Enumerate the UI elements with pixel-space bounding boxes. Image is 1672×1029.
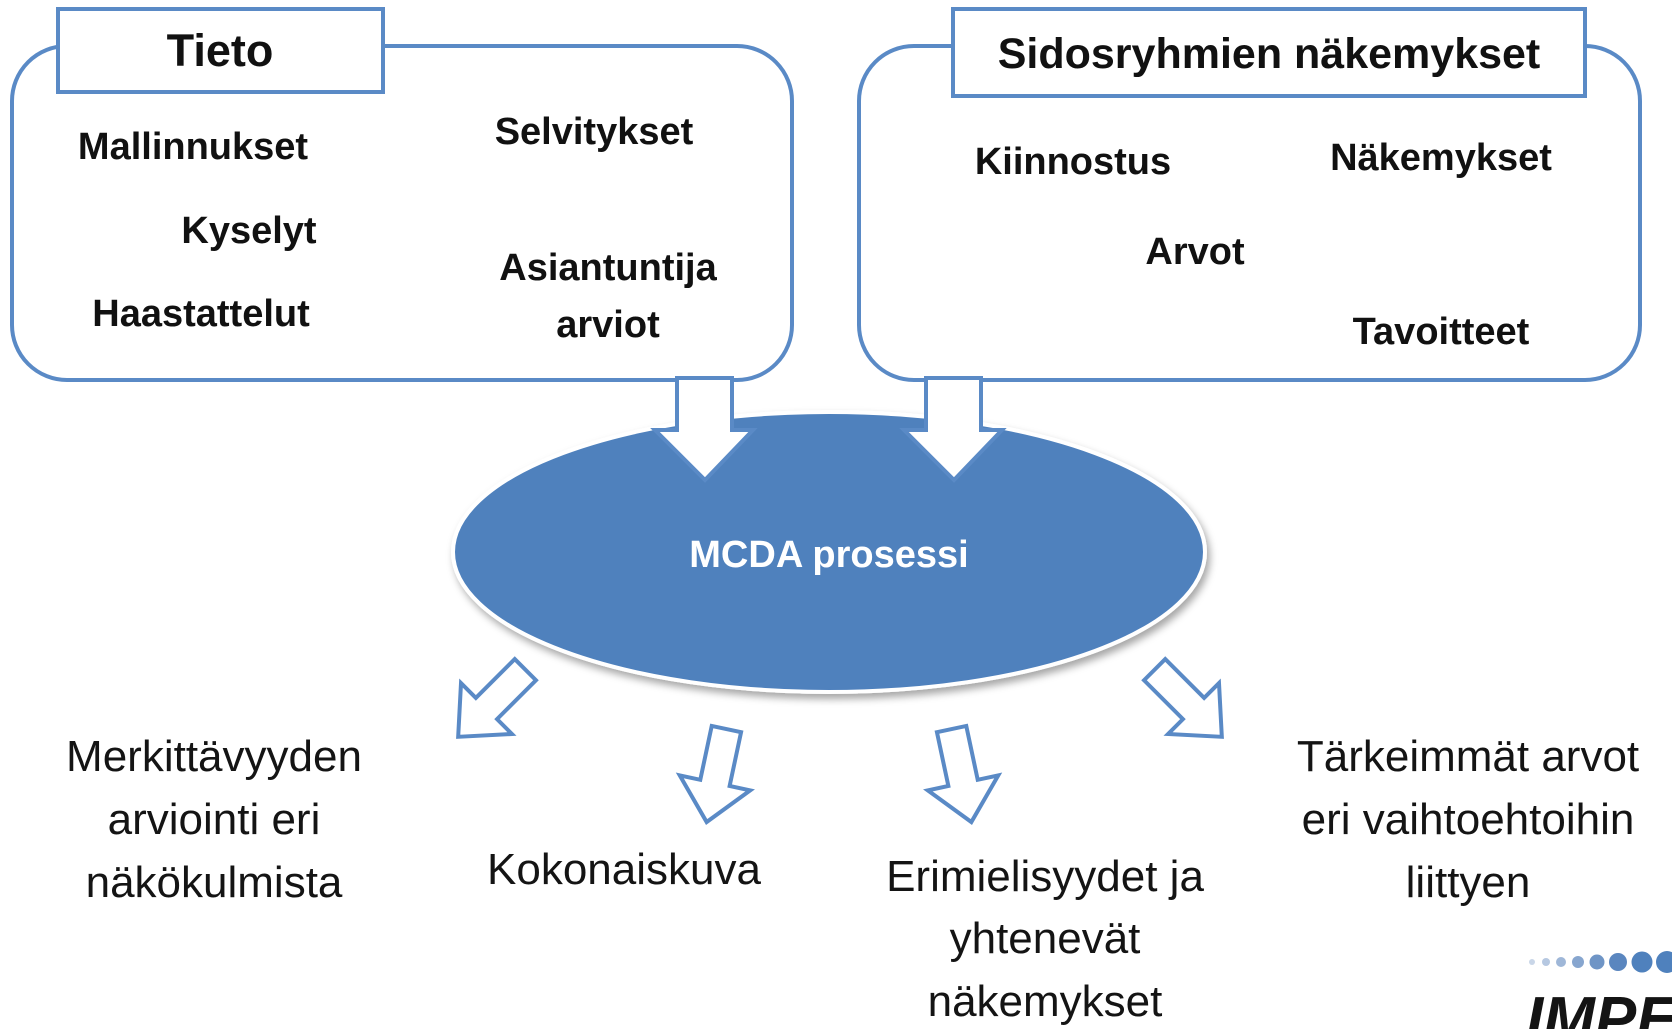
mcda-label: MCDA prosessi (689, 534, 968, 576)
output-line: näkemykset (928, 977, 1163, 1026)
item-arviot: arviot (556, 304, 660, 346)
output-line: yhtenevät (950, 914, 1141, 963)
output-line: Merkittävyyden (66, 732, 362, 781)
output-line: Tärkeimmät arvot (1297, 732, 1639, 781)
arrow-down-icon (675, 723, 755, 825)
logo-text: IMPE (1526, 985, 1672, 1029)
item-nakemykset: Näkemykset (1330, 137, 1552, 179)
tieto-panel: Tieto Mallinnukset Selvitykset Kyselyt H… (10, 7, 794, 382)
output-tarkeimmat-arvot: Tärkeimmät arvot eri vaihtoehtoihin liit… (1297, 732, 1639, 907)
impe-logo: IMPE (1526, 951, 1672, 1029)
output-line: Erimielisyydet ja (886, 852, 1204, 901)
tieto-title: Tieto (167, 25, 274, 76)
output-line: eri vaihtoehtoihin (1302, 795, 1635, 844)
output-line: liittyen (1406, 858, 1531, 907)
sidosryhmat-title: Sidosryhmien näkemykset (998, 30, 1541, 78)
sidosryhmat-title-box (951, 7, 1587, 98)
item-selvitykset: Selvitykset (495, 111, 694, 153)
mcda-process: MCDA prosessi (451, 410, 1207, 694)
tieto-title-box (56, 7, 385, 94)
logo-dots-icon (1529, 951, 1672, 973)
item-asiantuntija: Asiantuntija (499, 247, 717, 289)
output-kokonaiskuva: Kokonaiskuva (487, 845, 761, 894)
mcda-ellipse (451, 410, 1207, 694)
sidosryhmat-panel: Sidosryhmien näkemykset Kiinnostus Näkem… (857, 7, 1642, 382)
tieto-panel-frame (10, 44, 794, 382)
down-arrow-icon (899, 376, 1007, 483)
item-arvot: Arvot (1145, 231, 1245, 273)
output-line: Kokonaiskuva (487, 845, 761, 894)
item-haastattelut: Haastattelut (92, 293, 310, 335)
item-mallinnukset: Mallinnukset (78, 126, 308, 168)
output-arrows (456, 656, 1224, 825)
down-arrow-icon (650, 376, 758, 483)
item-kiinnostus: Kiinnostus (975, 141, 1171, 183)
item-kyselyt: Kyselyt (181, 210, 317, 252)
output-line: näkökulmista (86, 858, 343, 907)
output-line: arviointi eri (108, 795, 321, 844)
output-erimielisyydet: Erimielisyydet ja yhtenevät näkemykset (886, 852, 1204, 1026)
output-merkittavyys: Merkittävyyden arviointi eri näkökulmist… (66, 732, 362, 907)
arrow-down-left-icon (456, 656, 539, 739)
arrow-down-right-icon (1141, 656, 1224, 739)
input-arrows (650, 376, 1007, 483)
arrow-down-icon (923, 723, 1003, 825)
item-tavoitteet: Tavoitteet (1353, 311, 1530, 353)
